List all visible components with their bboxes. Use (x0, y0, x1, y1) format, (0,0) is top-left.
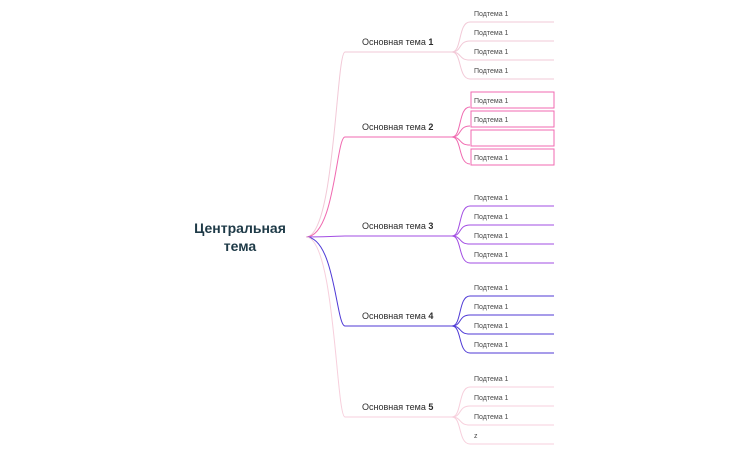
main-topic-label: Основная тема 5 (362, 402, 433, 412)
subtopic-2-1[interactable]: Подтема 1 (470, 91, 555, 109)
subtopic-label: Подтема 1 (474, 11, 509, 18)
subtopic-branch (451, 295, 471, 327)
subtopic-4-4[interactable]: Подтема 1 (470, 342, 554, 354)
subtopic-5-3[interactable]: Подтема 1 (470, 414, 554, 426)
subtopic-label: Подтема 1 (474, 304, 509, 311)
main-topic-number: 3 (428, 221, 433, 231)
subtopic-1-1[interactable]: Подтема 1 (470, 11, 554, 23)
subtopic-label: Подтема 1 (474, 195, 509, 202)
subtopic-label: Подтема 1 (474, 376, 509, 383)
main-topic-label: Основная тема 2 (362, 122, 433, 132)
main-topic-text: Основная тема (362, 221, 428, 231)
subtopic-label: Подтема 1 (474, 155, 509, 162)
subtopic-label: Подтема 1 (474, 68, 509, 75)
main-topic-number: 5 (428, 402, 433, 412)
subtopic-5-4[interactable]: z (470, 433, 554, 445)
subtopic-branch (451, 386, 471, 418)
subtopic-1-4[interactable]: Подтема 1 (470, 68, 554, 80)
subtopic-branch (451, 224, 471, 237)
main-branch-5 (305, 236, 358, 418)
subtopic-branch (451, 405, 471, 418)
main-topic-label: Основная тема 3 (362, 221, 433, 231)
subtopic-4-2[interactable]: Подтема 1 (470, 304, 554, 316)
subtopic-4-3[interactable]: Подтема 1 (470, 323, 554, 335)
subtopic-box (470, 129, 555, 147)
main-branch-4 (305, 236, 358, 327)
subtopic-label: Подтема 1 (474, 323, 509, 330)
subtopic-branch (451, 51, 471, 80)
subtopic-3-3[interactable]: Подтема 1 (470, 233, 554, 245)
subtopic-label: Подтема 1 (474, 233, 509, 240)
subtopic-label: Подтема 1 (474, 117, 509, 124)
subtopic-label: Подтема 1 (474, 342, 509, 349)
central-topic-line-2: тема (224, 238, 257, 254)
main-topic-number: 2 (428, 122, 433, 132)
main-branch-2 (305, 136, 358, 238)
subtopic-label: Подтема 1 (474, 49, 509, 56)
subtopic-box (470, 148, 555, 166)
main-branch-3 (305, 235, 358, 238)
main-branch-1 (305, 51, 358, 238)
main-topic-text: Основная тема (362, 402, 428, 412)
subtopic-branch (451, 205, 471, 237)
subtopic-branch (451, 235, 471, 264)
subtopic-label: Подтема 1 (474, 30, 509, 37)
main-branches (305, 51, 358, 418)
central-topic[interactable]: Центральная тема (194, 220, 286, 254)
subtopic-4-1[interactable]: Подтема 1 (470, 285, 554, 297)
subtopic-5-1[interactable]: Подтема 1 (470, 376, 554, 388)
subtopic-label: Подтема 1 (474, 214, 509, 221)
subtopic-3-1[interactable]: Подтема 1 (470, 195, 554, 207)
main-topic-text: Основная тема (362, 311, 428, 321)
subtopic-branch (451, 21, 471, 53)
main-topic-text: Основная тема (362, 37, 428, 47)
subtopic-branch (451, 325, 471, 354)
subtopic-2-4[interactable]: Подтема 1 (470, 148, 555, 166)
subtopic-5-2[interactable]: Подтема 1 (470, 395, 554, 407)
main-topic-label: Основная тема 4 (362, 311, 433, 321)
main-topic-label: Основная тема 1 (362, 37, 433, 47)
subtopic-label: Подтема 1 (474, 414, 509, 421)
subtopic-3-2[interactable]: Подтема 1 (470, 214, 554, 226)
subtopic-1-2[interactable]: Подтема 1 (470, 30, 554, 42)
subtopic-branch (451, 125, 471, 138)
subtopic-2-3[interactable] (470, 129, 555, 147)
subtopic-box (470, 110, 555, 128)
subtopic-label: z (474, 433, 478, 440)
subtopic-label: Подтема 1 (474, 98, 509, 105)
subtopic-label: Подтема 1 (474, 285, 509, 292)
main-topic-text: Основная тема (362, 122, 428, 132)
subtopic-3-4[interactable]: Подтема 1 (470, 252, 554, 264)
subtopic-box (470, 91, 555, 109)
subtopic-branch (451, 416, 471, 445)
subtopic-branch (451, 136, 471, 165)
subtopic-branch (451, 314, 471, 327)
main-topic-number: 1 (428, 37, 433, 47)
subtopic-label: Подтема 1 (474, 395, 509, 402)
subtopic-1-3[interactable]: Подтема 1 (470, 49, 554, 61)
subtopic-label: Подтема 1 (474, 252, 509, 259)
main-topic-number: 4 (428, 311, 433, 321)
subtopic-2-2[interactable]: Подтема 1 (470, 110, 555, 128)
subtopic-branch (451, 106, 471, 138)
central-topic-line-1: Центральная (194, 220, 286, 236)
subtopic-branch (451, 40, 471, 53)
